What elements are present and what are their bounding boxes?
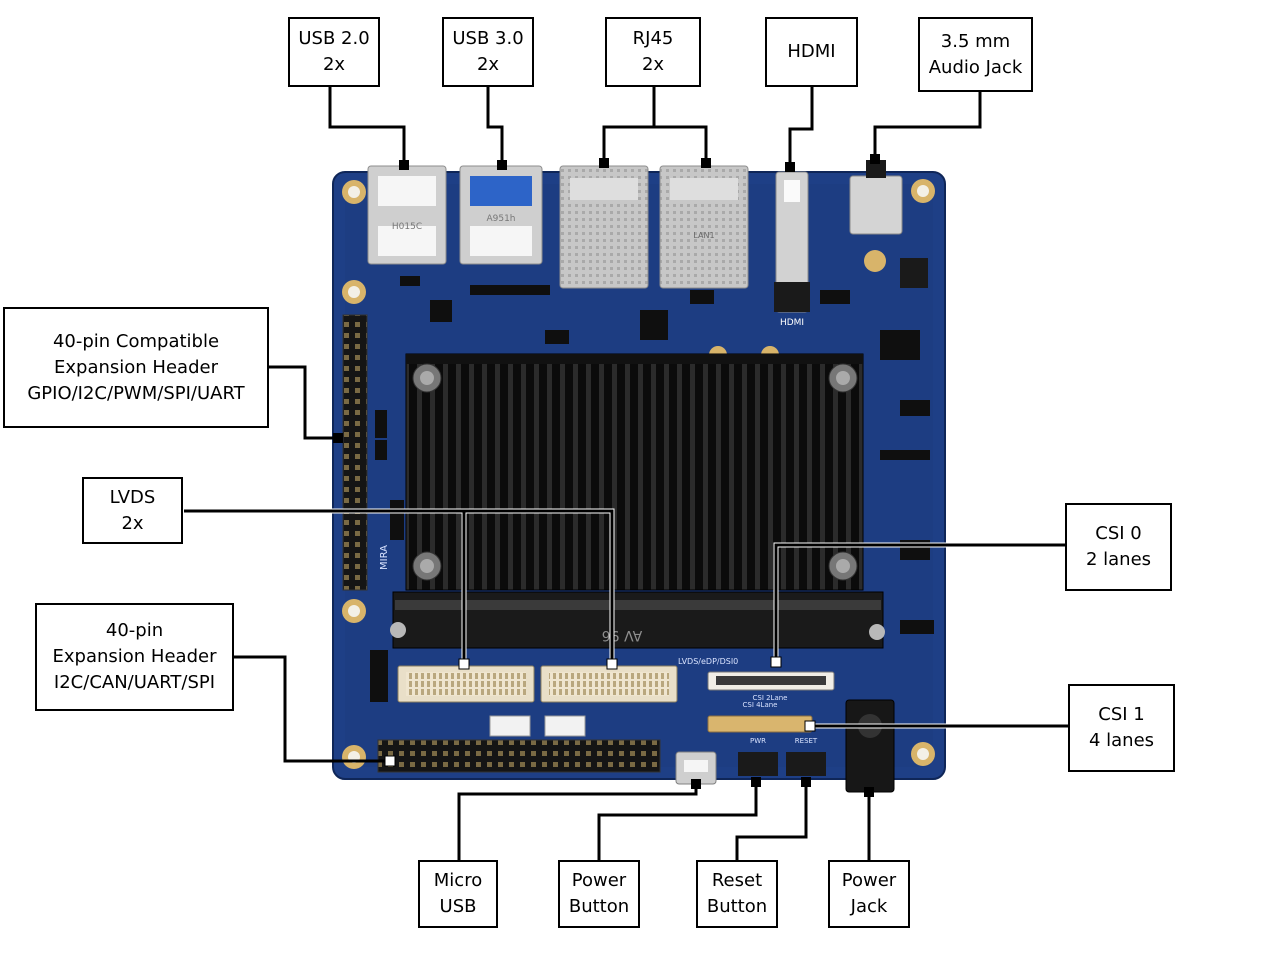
label-audio-line2: Audio Jack <box>928 56 1023 78</box>
buttons: PWR RESET <box>738 737 826 776</box>
label-lvds-line1: LVDS <box>109 486 156 508</box>
label-micro-usb: Micro USB <box>418 860 498 928</box>
usb3-port: A951h <box>459 165 543 265</box>
label-powerbtn-line1: Power <box>571 870 627 891</box>
power-jack <box>845 699 895 793</box>
label-usb3-line1: USB 3.0 <box>452 28 524 49</box>
callout-ends <box>333 154 880 797</box>
label-reset-button: Reset Button <box>696 860 778 928</box>
label-powerbtn-line2: Button <box>568 896 630 917</box>
label-csi0-line2: 2 lanes <box>1085 549 1152 570</box>
label-gpio-line2: Expansion Header <box>54 356 218 378</box>
pwr-marking: PWR <box>750 737 766 745</box>
label-microusb-line1: Micro <box>433 870 483 891</box>
label-rj45-line1: RJ45 <box>632 28 674 49</box>
label-audio-jack: 3.5 mm Audio Jack <box>918 17 1033 92</box>
csi0-marking: CSI 2Lane <box>752 694 787 702</box>
callout-lines <box>184 86 1069 862</box>
lvds-connectors: LVDS/eDP/DSI0 <box>397 657 738 703</box>
label-expansion-header: 40-pin Expansion Header I2C/CAN/UART/SPI <box>35 603 234 711</box>
label-usb2: USB 2.0 2x <box>288 17 380 87</box>
expansion-header-pins <box>377 739 661 773</box>
label-resetbtn-line2: Button <box>706 896 768 917</box>
module-slot: AV 96 <box>390 591 885 649</box>
label-lvds-line2: 2x <box>121 512 144 534</box>
label-usb3-line2: 2x <box>476 54 500 75</box>
label-exp-line3: I2C/CAN/UART/SPI <box>53 672 216 693</box>
label-csi0: CSI 0 2 lanes <box>1065 503 1172 591</box>
label-usb3: USB 3.0 2x <box>442 17 534 87</box>
label-usb2-line1: USB 2.0 <box>298 28 370 49</box>
module-marking: AV 96 <box>602 627 643 643</box>
label-rj45-line2: 2x <box>641 54 665 75</box>
label-exp-line2: Expansion Header <box>52 646 217 667</box>
label-exp-line1: 40-pin <box>105 620 164 641</box>
label-lvds: LVDS 2x <box>82 477 183 544</box>
jst-connector-1 <box>489 715 531 737</box>
label-csi1-line2: 4 lanes <box>1088 730 1155 751</box>
lan-marking: LAN1 <box>693 231 714 240</box>
csi-connectors: CSI 4Lane CSI 2Lane <box>707 671 835 733</box>
label-powerjack-line2: Jack <box>850 896 888 917</box>
lvds-marking: LVDS/eDP/DSI0 <box>678 657 738 666</box>
label-gpio-line1: 40-pin Compatible <box>52 330 220 352</box>
side-marking: MIRA <box>379 545 390 570</box>
jst-connector-2 <box>544 715 586 737</box>
label-microusb-line2: USB <box>439 896 477 917</box>
hdmi-port: HDMI <box>774 171 810 328</box>
label-usb2-line2: 2x <box>322 54 346 75</box>
label-hdmi-line1: HDMI <box>787 41 836 62</box>
label-csi0-line1: CSI 0 <box>1095 523 1142 544</box>
label-gpio-line3: GPIO/I2C/PWM/SPI/UART <box>27 382 245 404</box>
label-csi1: CSI 1 4 lanes <box>1068 684 1175 772</box>
rj45-ports: LAN1 <box>559 165 749 289</box>
label-power-jack: Power Jack <box>828 860 910 928</box>
label-power-button: Power Button <box>558 860 640 928</box>
label-csi1-line1: CSI 1 <box>1098 704 1145 725</box>
heatsink <box>405 353 864 591</box>
reset-marking: RESET <box>795 737 818 745</box>
label-rj45: RJ45 2x <box>605 17 701 87</box>
usb2-marking: H015C <box>392 222 422 232</box>
audio-jack <box>849 160 928 288</box>
mounting-holes <box>342 179 935 769</box>
label-powerjack-line1: Power <box>841 870 897 891</box>
label-resetbtn-line1: Reset <box>711 870 763 891</box>
gpio-header-pins <box>342 314 368 591</box>
hdmi-marking: HDMI <box>780 318 804 328</box>
usb2-port: H015C <box>367 165 447 265</box>
label-hdmi: HDMI <box>765 17 858 87</box>
csi-marking: CSI 4Lane <box>742 701 777 709</box>
usb3-marking: A951h <box>486 214 515 224</box>
label-audio-line1: 3.5 mm <box>940 30 1011 52</box>
label-gpio-header: 40-pin Compatible Expansion Header GPIO/… <box>3 307 269 428</box>
